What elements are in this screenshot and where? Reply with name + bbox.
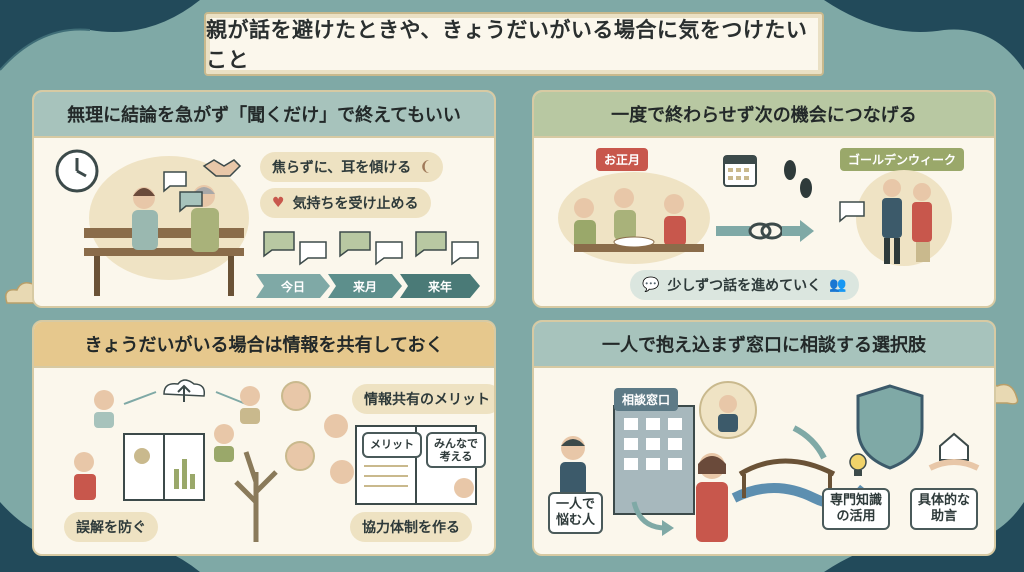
timeline-next-year: 来年 [400,274,480,298]
page-title: 親が話を避けたときや、きょうだいがいる場合に気をつけたいこと [206,18,808,72]
lightbulb-icon [849,453,867,476]
siblings-sharing-illustration [74,379,260,501]
chain-link-arrow-icon [716,220,814,242]
speech-bubbles-icon [263,231,479,266]
house-hand-icon [928,432,980,471]
tree-illustration [234,451,278,542]
point-accept: ♥ 気持ちを受け止める [260,188,431,218]
clock-icon [55,149,99,193]
ear-icon: ❨ [419,159,432,175]
worried-person-illustration [560,436,586,500]
title-banner: 親が話を避けたときや、きょうだいがいる場合に気をつけたいこと [204,12,824,76]
timeline-next-month: 来月 [328,274,402,298]
bench-conversation-illustration [84,156,249,296]
family-faces-illustration [281,381,354,484]
tag-golden-week: ゴールデンウィーク [840,148,965,171]
expertise-label: 専門知識 の活用 [822,488,891,530]
tag-new-year: お正月 [596,148,649,171]
couple-walking-illustration [839,170,952,266]
calendar-icon [723,155,757,187]
operator-headset-illustration [699,381,757,439]
timeline-today: 今日 [256,274,330,298]
panel2-heading: 一度で終わらせず次の機会につなげる [534,92,994,138]
handshake-icon [202,159,242,177]
office-building-illustration [613,405,695,515]
merit-title: 情報共有のメリット [352,384,494,414]
point-listen: 焦らずに、耳を傾ける ❨ [260,152,444,182]
prevent-misunderstanding: 誤解を防ぐ [64,512,158,542]
arrow-right-icon [631,501,674,536]
bg-wave-top-right [824,0,1024,70]
panel-consult-window: 一人で抱え込まず窓口に相談する選択肢 相談窓口 一人で 悩む人 [532,320,996,556]
family-dinner-illustration [558,172,710,264]
panel-listen-only: 無理に結論を急がず「聞くだけ」で終えてもいい 焦らずに、耳を傾ける ❨ ♥ 気持… [32,90,496,308]
people-icon: 👥 [829,277,847,293]
panel4-heading: 一人で抱え込まず窓口に相談する選択肢 [534,322,994,368]
bg-wave-top-left [0,0,200,71]
shield-icon [856,384,924,470]
panel1-heading: 無理に結論を急がず「聞くだけ」で終えてもいい [34,92,494,138]
consultation-sign: 相談窓口 [614,388,679,411]
book-merit-label: メリット [362,432,422,458]
heart-icon: ♥ [272,195,285,211]
build-cooperation: 協力体制を作る [350,512,472,542]
footprints-icon [784,160,812,198]
specific-advice-label: 具体的な 助言 [910,488,979,530]
panel-next-opportunity: 一度で終わらせず次の機会につなげる お正月 ゴールデンウィーク [532,90,996,308]
person-alone-label: 一人で 悩む人 [548,492,604,534]
book-think-together-label: みんなで 考える [426,432,486,468]
panel-share-info: きょうだいがいる場合は情報を共有しておく 情報共有のメリット メリット [32,320,496,556]
consulting-woman-illustration [696,453,728,542]
step-by-step-note: 💬 少しずつ話を進めていく 👥 [630,270,859,300]
panel3-heading: きょうだいがいる場合は情報を共有しておく [34,322,494,368]
chat-icon: 💬 [642,277,660,293]
